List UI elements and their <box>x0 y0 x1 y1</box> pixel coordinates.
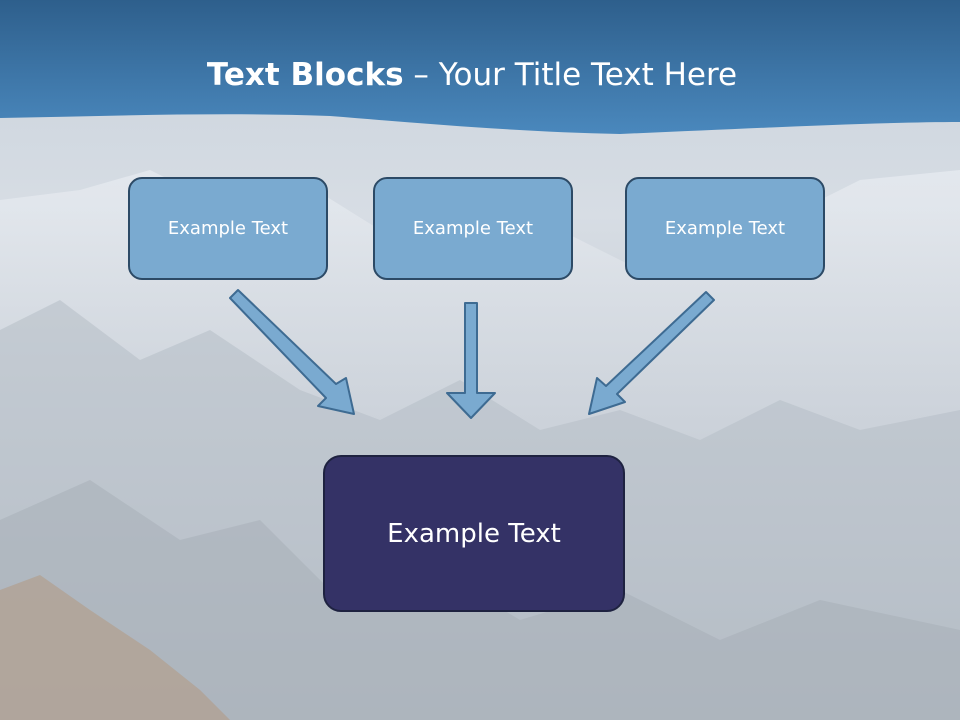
title-rest: Your Title Text Here <box>438 57 738 93</box>
title-dash: – <box>403 57 439 93</box>
text-block-label: Example Text <box>664 218 786 239</box>
text-block-middle[interactable]: Example Text <box>373 177 573 280</box>
slide-title: Text Blocks – Your Title Text Here <box>0 55 944 95</box>
arrow-right-down-left <box>588 291 715 415</box>
title-bold: Text Blocks <box>206 57 404 93</box>
rock-patch <box>0 575 230 720</box>
target-text-block[interactable]: Example Text <box>323 455 625 612</box>
text-block-left[interactable]: Example Text <box>128 177 328 280</box>
header-band <box>0 0 960 134</box>
arrow-down <box>446 302 496 419</box>
arrow-left-down-right <box>229 289 355 415</box>
target-text-label: Example Text <box>387 518 561 549</box>
text-block-label: Example Text <box>412 218 534 239</box>
text-block-label: Example Text <box>167 218 289 239</box>
text-block-right[interactable]: Example Text <box>625 177 825 280</box>
